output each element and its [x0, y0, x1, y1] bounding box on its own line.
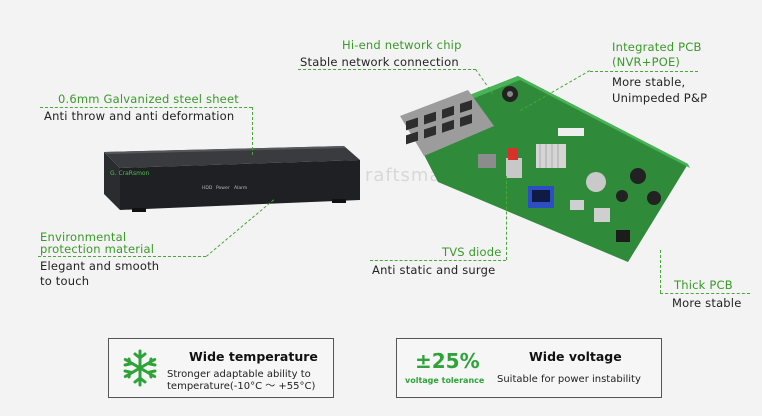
thick-callout-title: Thick PCB: [674, 278, 733, 292]
env-callout-title-line1: Environmental: [40, 230, 127, 244]
wide-temperature-desc-line1: Stronger adaptable ability to: [167, 369, 311, 380]
chip-callout-subtitle: Stable network connection: [300, 55, 459, 69]
pcb-callout-title-line1: Integrated PCB: [612, 40, 702, 54]
steel-callout-subtitle: Anti throw and anti deformation: [44, 109, 235, 123]
steel-callout-title: 0.6mm Galvanized steel sheet: [58, 92, 239, 106]
nvr-power-label: Power: [216, 186, 230, 191]
nvr-alarm-label: Alarm: [234, 186, 248, 191]
tvs-callout-subtitle: Anti static and surge: [372, 263, 496, 277]
pcb-callout-title-line2: (NVR+POE): [612, 55, 681, 69]
watermark-text: raftsman: [365, 165, 454, 186]
wide-voltage-title: Wide voltage: [529, 349, 622, 364]
thick-callout-subtitle: More stable: [672, 296, 742, 310]
voltage-badge-value: ±25%: [415, 349, 480, 373]
wide-voltage-desc: Suitable for power instability: [497, 374, 641, 385]
pcb-board-image: [398, 72, 698, 272]
env-callout-subtitle-line2: to touch: [40, 274, 90, 288]
nvr-device-image: G. CraRsmon HDD Power Alarm: [92, 140, 362, 220]
pcb-callout-subtitle-line2: Unimpeded P&P: [612, 91, 708, 105]
voltage-badge-label: voltage tolerance: [405, 376, 485, 385]
nvr-brand-text: G. CraRsmon: [110, 170, 150, 177]
wide-voltage-box: ±25% voltage tolerance Wide voltage Suit…: [396, 338, 662, 398]
wide-temperature-desc-line2: temperature(-10°C ～ +55°C): [167, 381, 316, 392]
wide-temperature-box: Wide temperature Stronger adaptable abil…: [108, 338, 334, 398]
tvs-callout-title: TVS diode: [442, 245, 502, 259]
snowflake-icon: [121, 349, 159, 391]
env-callout-subtitle-line1: Elegant and smooth: [40, 259, 160, 273]
chip-callout-title: Hi-end network chip: [342, 38, 462, 52]
nvr-hdd-label: HDD: [202, 186, 213, 191]
pcb-callout-subtitle-line1: More stable,: [612, 75, 686, 89]
wide-temperature-title: Wide temperature: [189, 349, 318, 364]
env-callout-title-line2: protection material: [40, 242, 155, 256]
